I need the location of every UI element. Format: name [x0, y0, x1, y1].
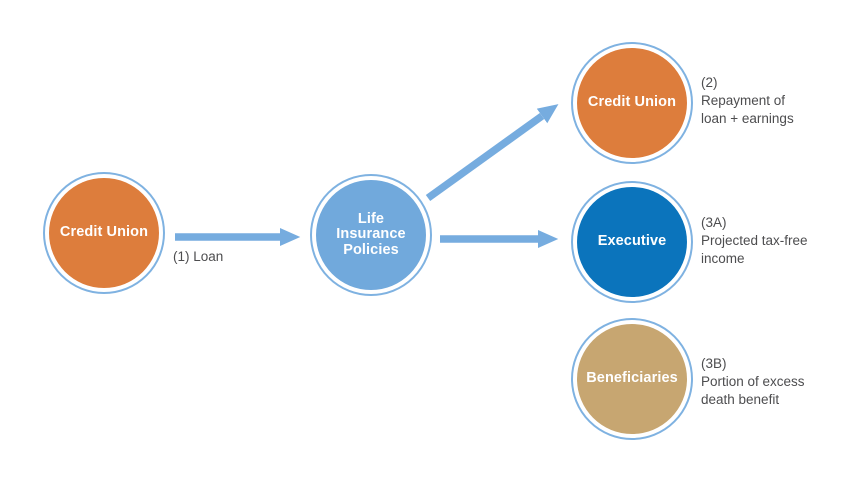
node-credit-union-source-circle: Credit Union: [49, 178, 159, 288]
annotation-income: (3A) Projected tax-free income: [701, 215, 808, 266]
loan-arrow-label: (1) Loan: [173, 249, 224, 264]
node-executive-circle: Executive: [577, 187, 687, 297]
annotation-repayment: (2) Repayment of loan + earnings: [701, 75, 794, 126]
node-life-insurance-policies-circle: Life Insurance Policies: [316, 180, 426, 290]
node-label: Beneficiaries: [586, 370, 678, 387]
node-credit-union-repayment: Credit Union: [571, 42, 693, 164]
node-executive: Executive: [571, 181, 693, 303]
node-beneficiaries: Beneficiaries: [571, 318, 693, 440]
node-label: Credit Union: [587, 94, 677, 111]
node-credit-union-repayment-circle: Credit Union: [577, 48, 687, 158]
node-life-insurance-policies: Life Insurance Policies: [310, 174, 432, 296]
node-label: Credit Union: [59, 224, 149, 241]
node-credit-union-source: Credit Union: [43, 172, 165, 294]
node-beneficiaries-circle: Beneficiaries: [577, 324, 687, 434]
annotation-death-benefit: (3B) Portion of excess death benefit: [701, 356, 805, 407]
node-label: Life Insurance Policies: [336, 210, 406, 258]
repayment-arrow-icon: [425, 104, 559, 202]
node-label: Executive: [597, 233, 667, 250]
